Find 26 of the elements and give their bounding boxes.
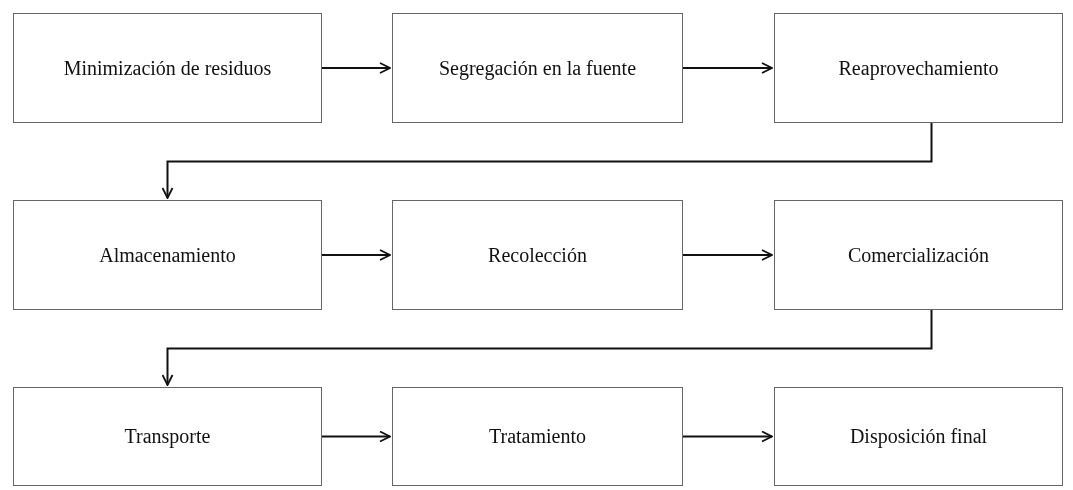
step-label: Disposición final [848,425,989,448]
process-box [774,13,1063,123]
arrow [161,122,933,199]
step-label: Segregación en la fuente [437,56,638,80]
process-box [392,387,683,486]
process-box [392,13,683,123]
arrow [321,62,391,74]
arrow [321,430,391,443]
step-label: Reaprovechamiento [837,56,1000,80]
arrow [321,249,391,261]
step-label: Tratamiento [488,425,587,448]
arrow [682,430,773,443]
step-label: Almacenamiento [98,243,237,267]
process-box [774,387,1063,486]
step-label: Transporte [123,425,212,448]
step-label: Comercialización [846,243,990,267]
step-label: Minimización de residuos [62,56,273,80]
step-label: Recolección [487,243,588,267]
arrow [161,309,933,386]
arrow [682,62,773,74]
process-box [13,387,322,486]
process-box [392,200,683,310]
process-box [13,200,322,310]
arrow [682,249,773,261]
process-box [13,13,322,123]
process-box [774,200,1063,310]
